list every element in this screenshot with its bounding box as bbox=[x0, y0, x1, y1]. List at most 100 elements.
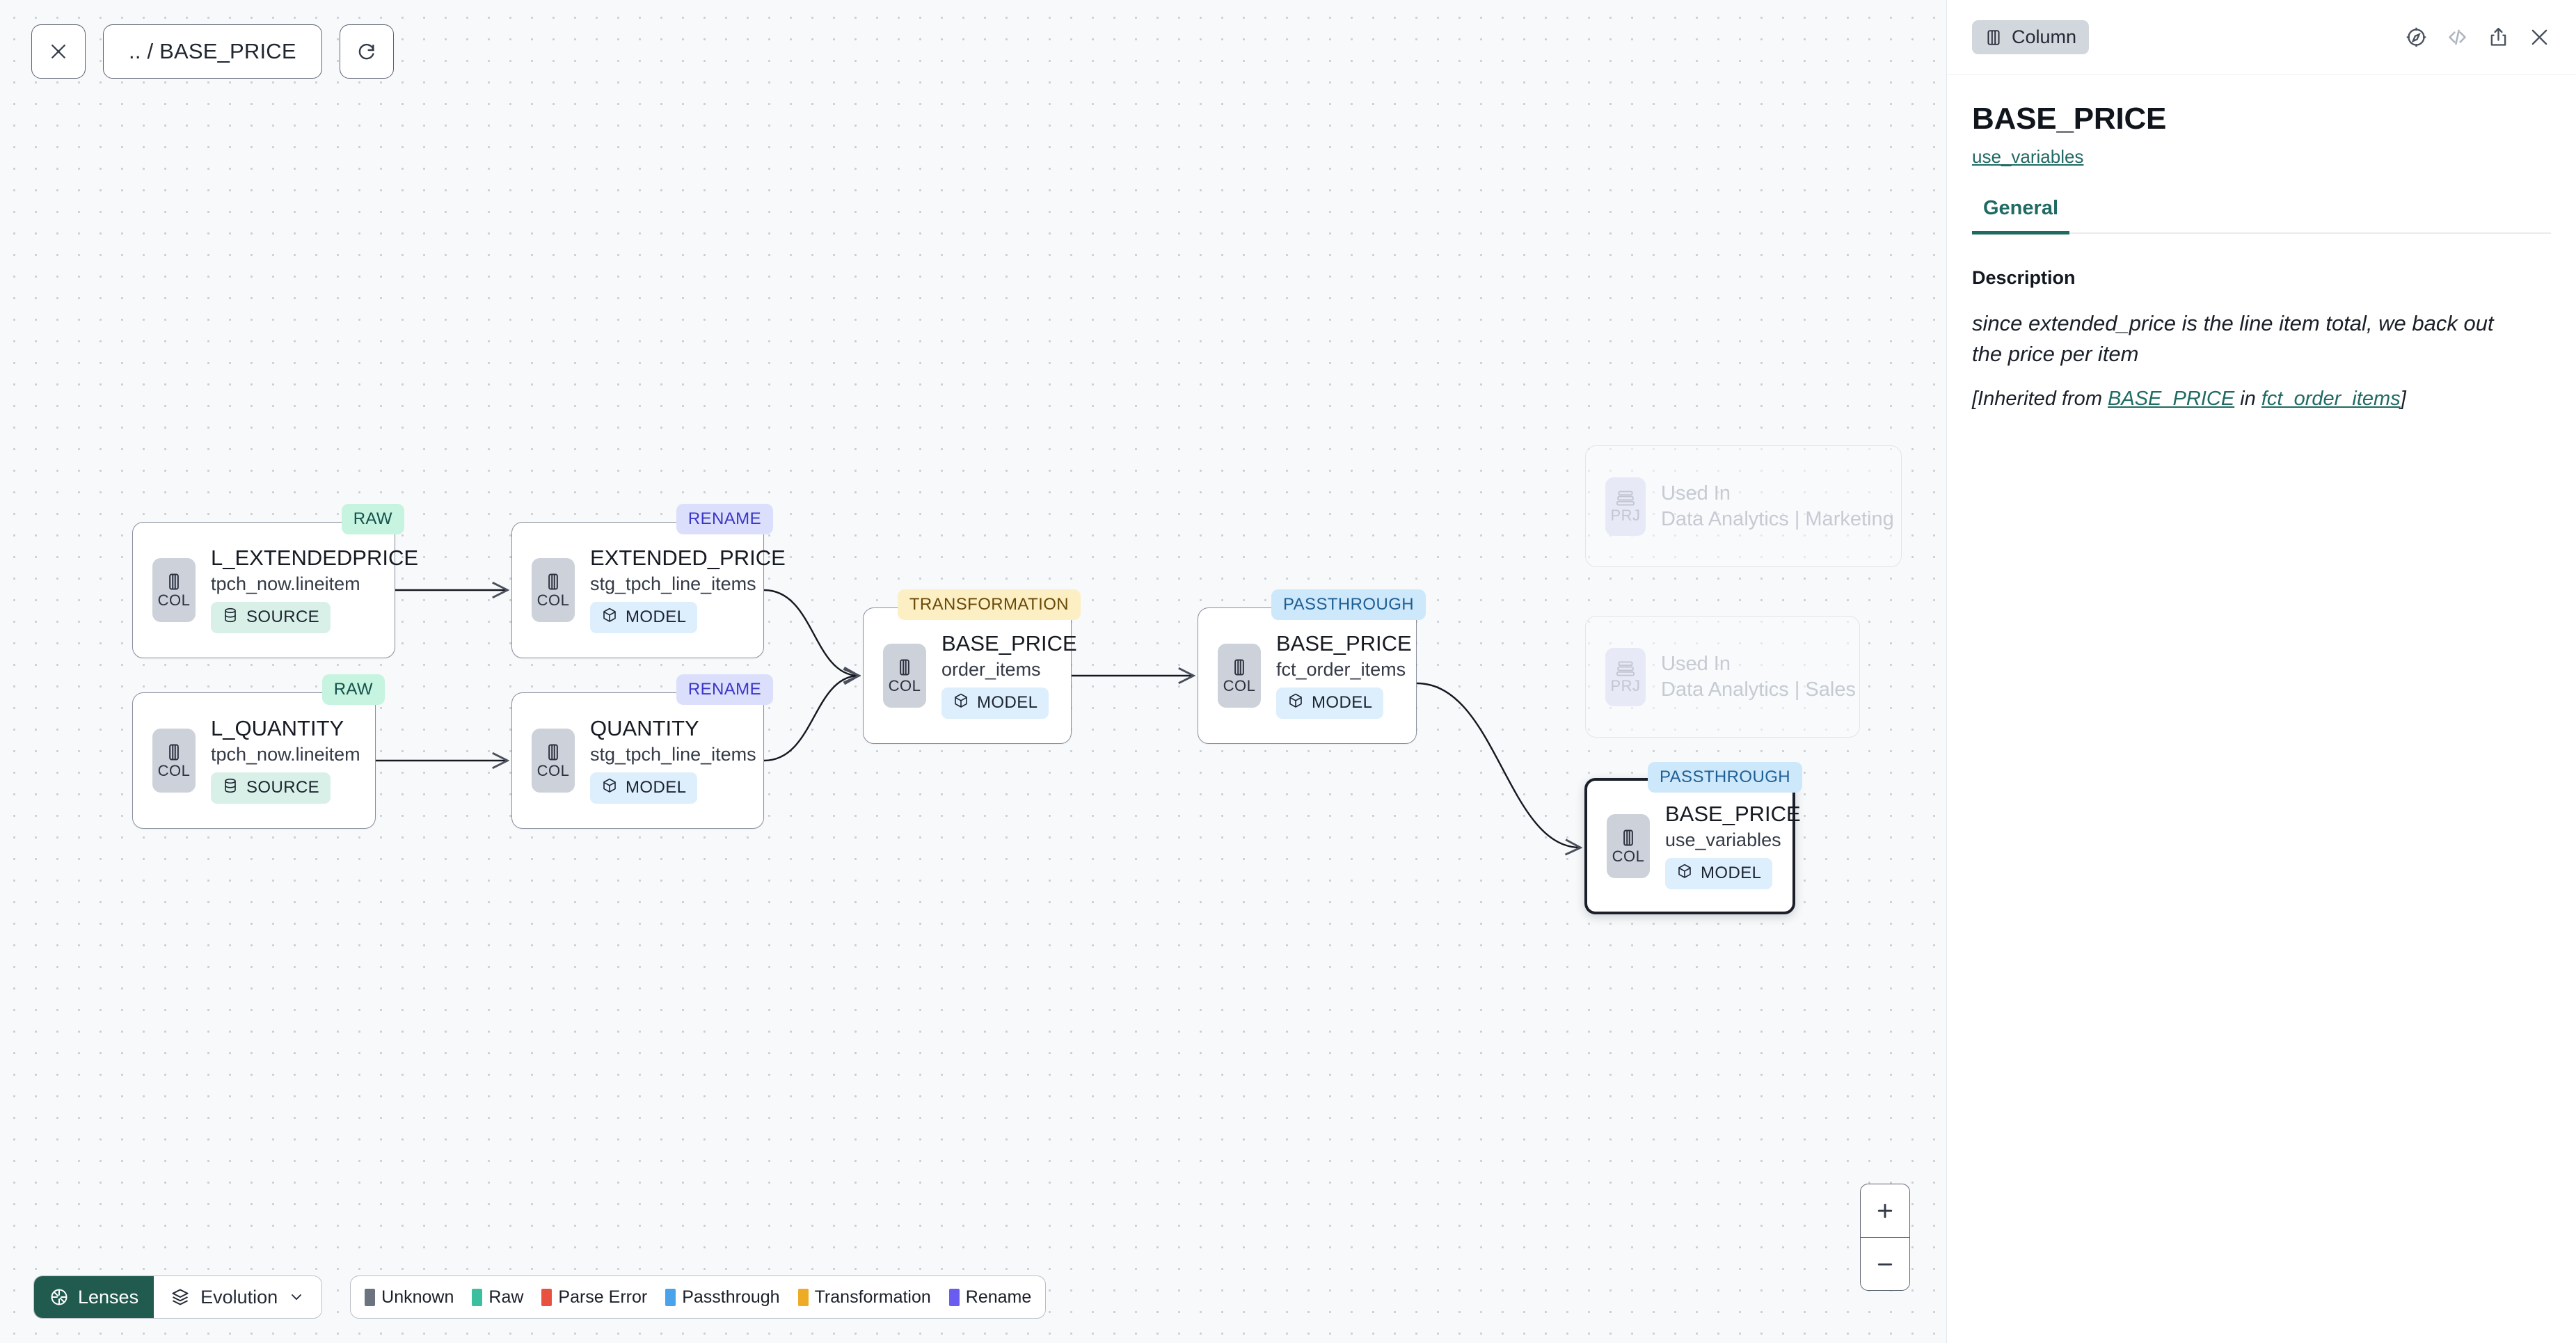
node-subtitle: stg_tpch_line_items bbox=[590, 573, 756, 594]
zoom-out-button[interactable] bbox=[1861, 1237, 1909, 1290]
node-subtitle: order_items bbox=[941, 658, 1041, 680]
compass-icon[interactable] bbox=[2405, 26, 2428, 49]
node-badge: PASSTHROUGH bbox=[1271, 589, 1426, 620]
model-icon bbox=[1676, 863, 1693, 884]
node-kind-label: MODEL bbox=[626, 778, 687, 797]
used-in-node-sales[interactable]: PRJ Used In Data Analytics | Sales bbox=[1585, 616, 1860, 738]
source-icon bbox=[222, 777, 239, 799]
model-icon bbox=[601, 777, 618, 799]
tab-general[interactable]: General bbox=[1972, 197, 2069, 235]
column-icon-label: COL bbox=[536, 591, 570, 609]
legend-label: Passthrough bbox=[682, 1287, 780, 1307]
legend-item[interactable]: Raw bbox=[472, 1287, 523, 1308]
node-title: L_QUANTITY bbox=[211, 716, 344, 741]
lineage-canvas[interactable]: .. / BASE_PRICE bbox=[0, 0, 1946, 1343]
node-kind-label: SOURCE bbox=[246, 778, 320, 797]
legend-swatch bbox=[797, 1288, 809, 1306]
legend-swatch bbox=[472, 1288, 483, 1306]
code-icon[interactable] bbox=[2446, 26, 2469, 49]
legend-label: Transformation bbox=[814, 1287, 931, 1307]
page-title: BASE_PRICE bbox=[1972, 102, 2167, 136]
lens-group: Lenses Evolution bbox=[33, 1276, 323, 1319]
legend-label: Rename bbox=[965, 1287, 1032, 1307]
description-text: since extended_price is the line item to… bbox=[1972, 310, 2494, 366]
legend-label: Raw bbox=[488, 1287, 524, 1307]
column-icon-label: COL bbox=[888, 677, 921, 694]
legend-swatch bbox=[948, 1288, 960, 1306]
lenses-label: Lenses bbox=[78, 1286, 139, 1308]
column-icon-label: COL bbox=[1612, 848, 1645, 865]
column-icon-label: COL bbox=[536, 762, 570, 779]
node-kind-label: MODEL bbox=[1312, 693, 1373, 713]
column-icon: COL bbox=[532, 729, 575, 793]
refresh-button[interactable] bbox=[339, 24, 394, 79]
node-subtitle: use_variables bbox=[1665, 829, 1781, 850]
legend-item[interactable]: Unknown bbox=[365, 1287, 454, 1308]
node-title: BASE_PRICE bbox=[1276, 631, 1412, 656]
parent-model-link[interactable]: use_variables bbox=[1972, 146, 2084, 167]
used-in-body: Used In Data Analytics | Sales bbox=[1661, 653, 1870, 700]
inherited-prefix: [Inherited from bbox=[1972, 387, 2108, 410]
legend-item[interactable]: Rename bbox=[948, 1287, 1032, 1308]
legend-item[interactable]: Transformation bbox=[797, 1287, 931, 1308]
lenses-button[interactable]: Lenses bbox=[34, 1276, 154, 1318]
close-icon bbox=[51, 45, 65, 58]
legend-swatch bbox=[541, 1288, 552, 1306]
node-badge: RENAME bbox=[676, 674, 773, 705]
inherited-model-link[interactable]: fct_order_items bbox=[2261, 387, 2401, 410]
lineage-legend: Unknown Raw Parse Error Passthrough Transfor… bbox=[350, 1276, 1047, 1319]
used-in-label: Used In bbox=[1661, 653, 1731, 676]
layers-icon bbox=[172, 1289, 189, 1305]
column-icon: COL bbox=[152, 729, 196, 793]
breadcrumb[interactable]: .. / BASE_PRICE bbox=[103, 24, 322, 79]
panel-header-actions bbox=[2405, 26, 2551, 49]
node-title: L_EXTENDEDPRICE bbox=[211, 546, 419, 571]
project-icon-label: PRJ bbox=[1610, 676, 1641, 694]
legend-swatch bbox=[665, 1288, 676, 1306]
details-panel-body: BASE_PRICE use_variables General Descrip… bbox=[1947, 75, 2576, 411]
zoom-in-button[interactable] bbox=[1861, 1184, 1909, 1237]
close-panel-icon[interactable] bbox=[2528, 26, 2551, 49]
canvas-bottom-toolbar: Lenses Evolution Unknown Raw Parse Error Pa… bbox=[33, 1276, 1047, 1319]
project-icon: PRJ bbox=[1605, 647, 1646, 706]
model-icon bbox=[601, 607, 618, 628]
column-icon: COL bbox=[1218, 644, 1261, 708]
evolution-dropdown[interactable]: Evolution bbox=[154, 1276, 322, 1318]
inherited-column-link[interactable]: BASE_PRICE bbox=[2108, 387, 2235, 410]
used-in-node-marketing[interactable]: PRJ Used In Data Analytics | Marketing bbox=[1585, 445, 1902, 567]
node-title: QUANTITY bbox=[590, 716, 699, 741]
refresh-icon bbox=[358, 43, 374, 60]
column-icon bbox=[1987, 29, 2000, 45]
share-icon[interactable] bbox=[2487, 26, 2510, 49]
node-kind-label: MODEL bbox=[1701, 864, 1762, 883]
legend-label: Unknown bbox=[381, 1287, 454, 1307]
node-kind-chip: SOURCE bbox=[211, 601, 331, 633]
model-icon bbox=[953, 692, 969, 714]
column-icon: COL bbox=[883, 644, 926, 708]
inherited-note: [Inherited from BASE_PRICE in fct_order_… bbox=[1972, 388, 2551, 411]
inherited-mid: in bbox=[2234, 387, 2261, 410]
legend-item[interactable]: Passthrough bbox=[665, 1287, 780, 1308]
legend-item[interactable]: Parse Error bbox=[541, 1287, 647, 1308]
node-badge: TRANSFORMATION bbox=[897, 589, 1081, 620]
close-button[interactable] bbox=[31, 24, 86, 79]
node-title: BASE_PRICE bbox=[941, 631, 1077, 656]
node-kind-chip: MODEL bbox=[590, 772, 698, 804]
edge-qty-to-orderitems bbox=[763, 676, 857, 762]
legend-swatch bbox=[365, 1288, 376, 1306]
column-icon-label: COL bbox=[157, 591, 191, 609]
used-in-target: Data Analytics | Sales bbox=[1661, 678, 1856, 701]
entity-type-label: Column bbox=[2012, 26, 2077, 47]
